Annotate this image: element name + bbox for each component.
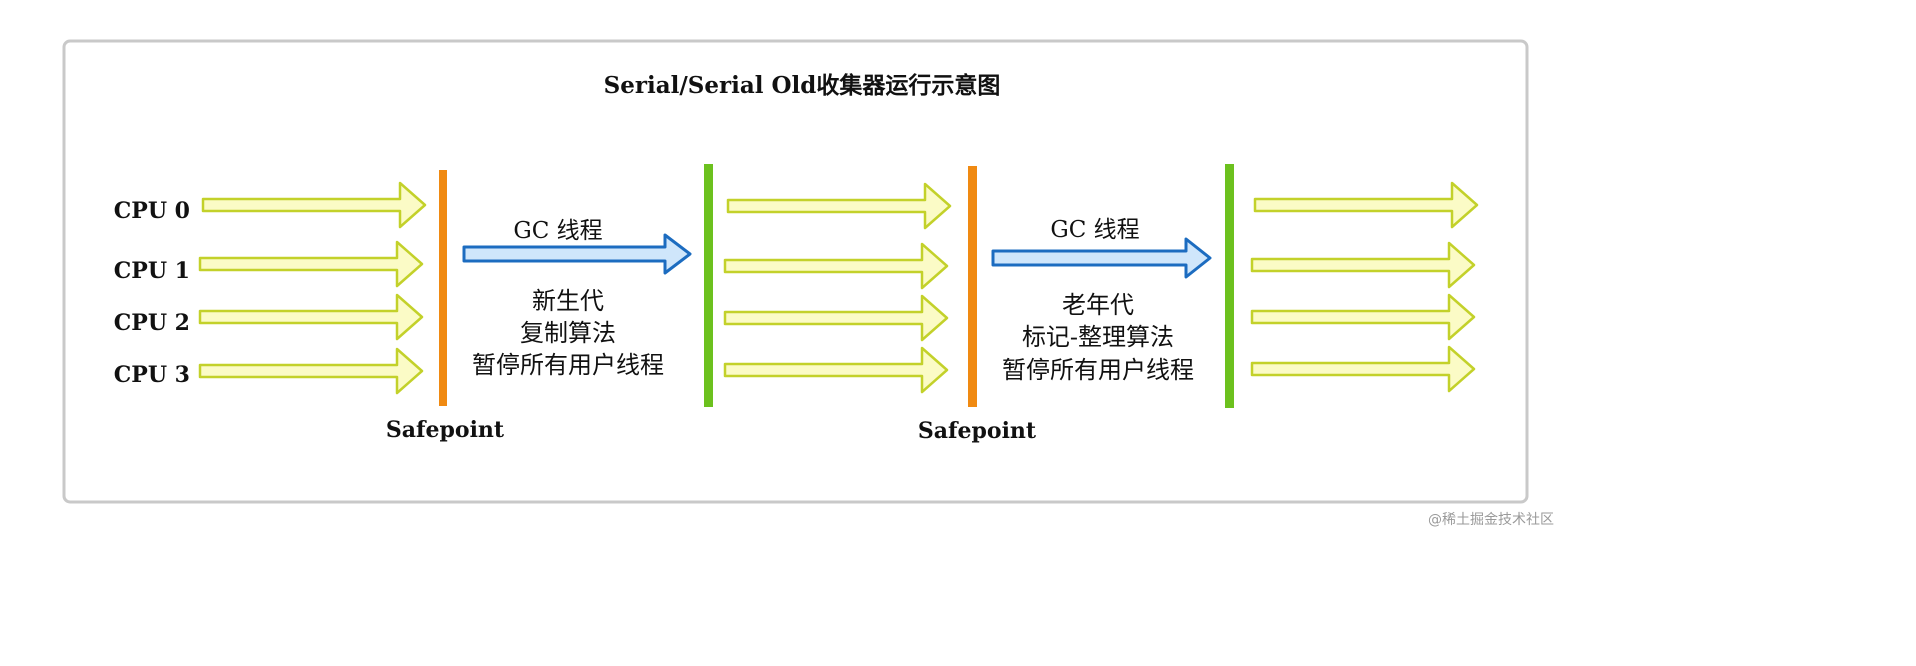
cpu-label-1: CPU 1 — [114, 258, 190, 284]
user-thread-arrow-g1-cpu1 — [198, 240, 424, 288]
user-thread-arrow-g1-cpu0 — [201, 181, 427, 229]
user-thread-arrow-g3-cpu3 — [1250, 345, 1476, 393]
phase-2-desc-line-3: 暂停所有用户线程 — [1002, 356, 1194, 384]
safepoint-label-2: Safepoint — [918, 418, 1037, 444]
resume-bar-1 — [704, 164, 713, 407]
user-thread-arrow-g1-cpu2 — [198, 293, 424, 341]
user-thread-arrow-g3-cpu0 — [1253, 181, 1479, 229]
phase-1-desc-line-1: 新生代 — [532, 287, 604, 315]
diagram-title: Serial/Serial Old收集器运行示意图 — [604, 72, 1001, 99]
user-thread-arrow-g2-cpu1 — [723, 242, 949, 290]
gc-thread-label-1: GC 线程 — [513, 218, 602, 244]
user-thread-arrow-g2-cpu2 — [723, 294, 949, 342]
cpu-label-3: CPU 3 — [114, 362, 190, 388]
user-thread-arrow-g3-cpu2 — [1250, 293, 1476, 341]
safepoint-bar-1 — [439, 170, 447, 406]
resume-bar-2 — [1225, 164, 1234, 408]
phase-2-desc-line-2: 标记-整理算法 — [1022, 323, 1174, 351]
safepoint-label-1: Safepoint — [386, 417, 505, 443]
phase-1-desc-line-2: 复制算法 — [520, 319, 616, 347]
gc-thread-label-2: GC 线程 — [1050, 217, 1139, 243]
gc-thread-arrow-1 — [462, 233, 692, 275]
user-thread-arrow-g2-cpu0 — [726, 182, 952, 230]
user-thread-arrow-g1-cpu3 — [198, 347, 424, 395]
phase-1-desc-line-3: 暂停所有用户线程 — [472, 351, 664, 379]
diagram-canvas: Serial/Serial Old收集器运行示意图 CPU 0 CPU 1 CP… — [62, 39, 1529, 504]
gc-thread-arrow-2 — [991, 237, 1212, 279]
safepoint-bar-2 — [968, 166, 977, 407]
user-thread-arrow-g2-cpu3 — [723, 346, 949, 394]
cpu-label-2: CPU 2 — [114, 310, 190, 336]
user-thread-arrow-g3-cpu1 — [1250, 241, 1476, 289]
cpu-label-0: CPU 0 — [114, 198, 190, 224]
watermark: @稀土掘金技术社区 — [1428, 512, 1554, 528]
phase-2-desc-line-1: 老年代 — [1062, 291, 1134, 319]
